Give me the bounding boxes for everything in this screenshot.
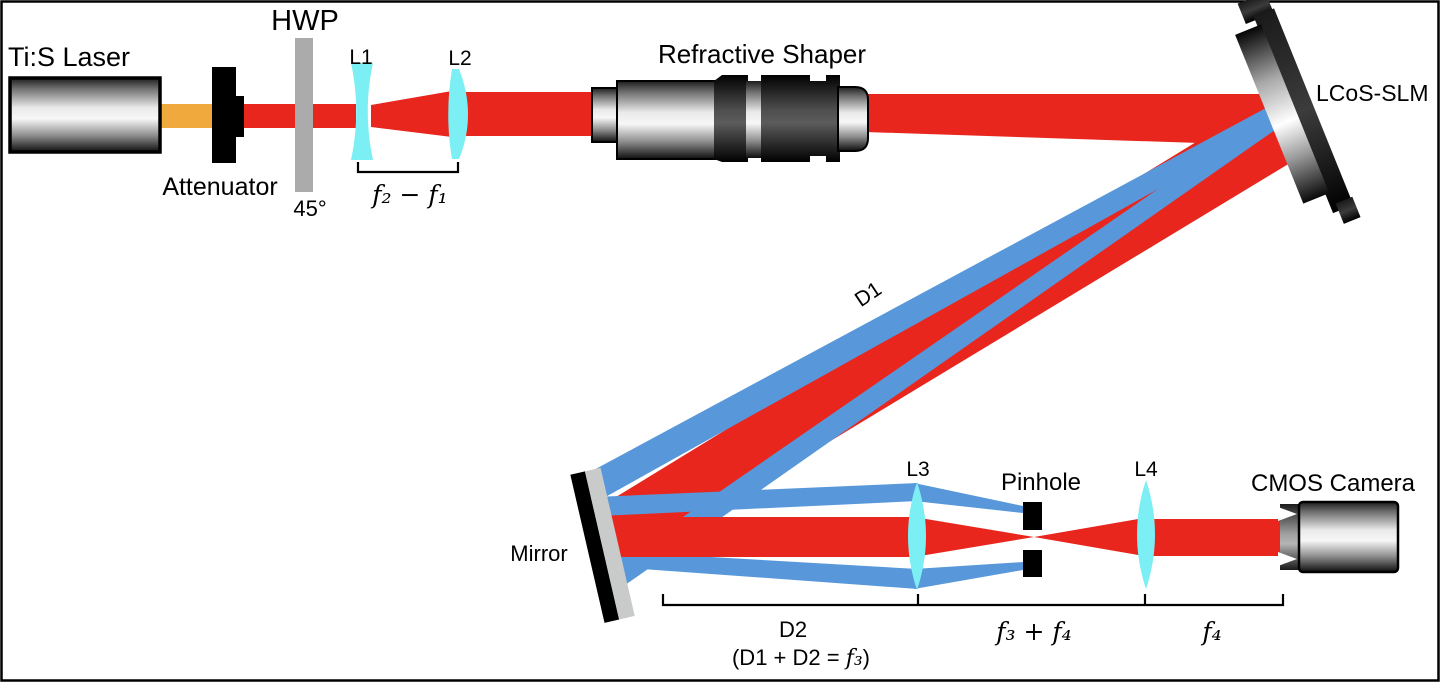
lens-l2 [448,69,468,159]
laser-body [8,76,162,154]
label-l4: L4 [1134,458,1158,481]
lens-l4 [1137,480,1155,589]
bracket-f2-f1 [356,162,460,174]
beam-l1-to-l2 [371,91,452,137]
beam-diffracted-lower [612,113,1275,590]
label-hwp: HWP [271,5,339,37]
label-l3: L3 [906,458,929,481]
mirror-body [570,467,635,623]
beam-diffracted-upper [590,108,1273,500]
label-d2: D2 [779,617,807,642]
lens-l3 [908,482,926,590]
label-f3-plus-f4: f₃ + f₄ [994,617,1071,646]
label-f4: f₄ [1200,617,1221,646]
label-mirror: Mirror [510,541,567,566]
beam-l2-to-shaper [465,92,600,136]
bracket-bottom [661,594,1285,607]
camera-body [1278,500,1400,574]
mirror-face [584,467,635,620]
slm-face [1235,24,1330,204]
beam-blue-mirror-to-l3-lower [608,551,918,589]
beam-focus-l4 [1034,517,1150,557]
pinhole-block-top [1023,502,1042,530]
label-attenuator: Attenuator [162,173,277,201]
beam-l4-to-camera [1144,519,1282,556]
hwp-plate [295,38,313,192]
label-shaper: Refractive Shaper [658,39,866,69]
pinhole-block-bottom [1023,550,1042,577]
slm-body [1235,0,1361,224]
beam-blue-blocked-upper [914,483,1023,513]
beam-laser-to-attenuator [156,104,216,128]
label-hwp-angle: 45° [293,196,326,221]
label-l1: L1 [349,46,372,69]
beam-shaper-to-slm [865,94,1290,146]
lens-l1 [351,63,373,160]
attenuator-body [212,67,244,163]
label-laser: Ti:S Laser [8,42,130,72]
label-camera: CMOS Camera [1251,470,1416,497]
beam-blue-blocked-lower [914,562,1023,589]
refractive-shaper-body [591,73,869,164]
beam-l3-focus [914,517,1034,557]
label-l2: L2 [448,47,471,70]
beam-mirror-to-l3 [600,517,918,557]
label-d1-d2-equation: (D1 + D2 = f₃) [732,645,870,671]
label-pinhole: Pinhole [1001,469,1081,496]
label-f2-minus-f1: f₂ − f₁ [370,180,447,209]
label-slm: LCoS-SLM [1316,80,1428,106]
beam-blue-mirror-to-l3-upper [595,483,918,516]
